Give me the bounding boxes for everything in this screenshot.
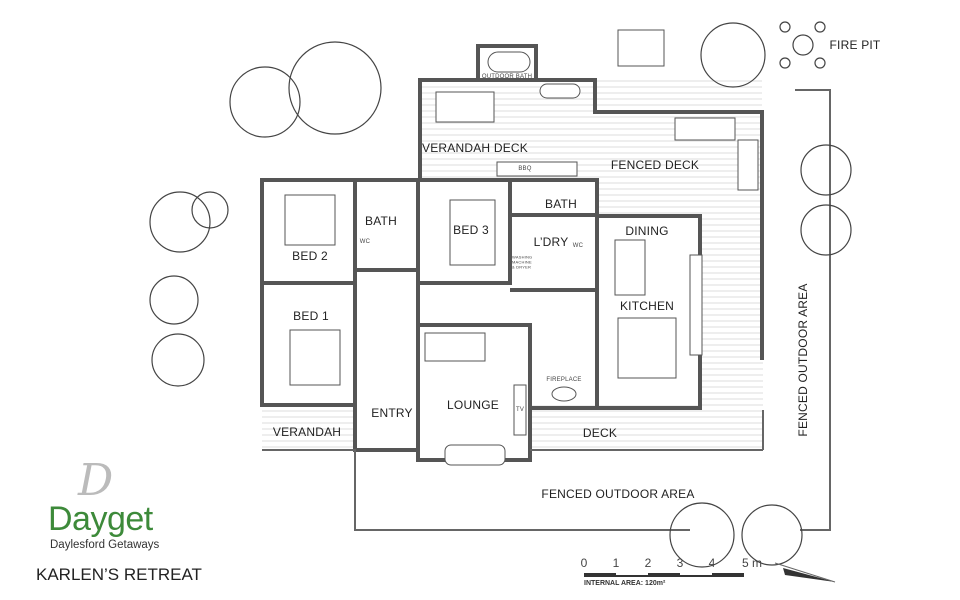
label-lounge: LOUNGE	[447, 398, 499, 412]
label-dining: DINING	[625, 224, 669, 238]
label-entry: ENTRY	[371, 406, 413, 420]
label-verandah-deck: VERANDAH DECK	[422, 141, 528, 155]
label-wc-2: WC	[572, 243, 584, 249]
scale-tick: 5 m	[741, 556, 763, 570]
scale-tick: 2	[644, 556, 652, 570]
label-bath-1: BATH	[365, 214, 397, 228]
north-arrow-icon	[774, 562, 836, 583]
label-fireplace: FIREPLACE	[546, 377, 582, 383]
scale-tick: 0	[580, 556, 588, 570]
label-fenced-outdoor-area-right: FENCED OUTDOOR AREA	[796, 283, 810, 437]
label-fenced-outdoor-area-bottom: FENCED OUTDOOR AREA	[541, 487, 695, 501]
scale-tick: 3	[676, 556, 684, 570]
logo-mark: D	[78, 455, 114, 506]
label-washing: WASHING MACHINE & DRYER	[512, 254, 533, 270]
label-bed-3: BED 3	[453, 223, 489, 237]
label-tv: TV	[515, 407, 525, 413]
label-bed-2: BED 2	[292, 249, 328, 263]
internal-area: INTERNAL AREA: 120m²	[584, 580, 666, 587]
label-laundry: L’DRY	[533, 235, 569, 249]
trees	[149, 21, 852, 568]
label-verandah: VERANDAH	[272, 425, 342, 439]
brand-name: Dayget	[48, 500, 153, 538]
property-title: KARLEN’S RETREAT	[36, 565, 202, 584]
brand-tagline: Daylesford Getaways	[50, 539, 160, 551]
label-fenced-deck: FENCED DECK	[610, 158, 700, 172]
label-fire-pit: FIRE PIT	[829, 38, 881, 52]
label-deck: DECK	[582, 426, 618, 440]
walls	[260, 44, 764, 462]
label-bath-2: BATH	[545, 197, 577, 211]
scale-tick: 1	[612, 556, 620, 570]
scale-bar	[584, 573, 744, 577]
label-bbq: BBQ	[518, 166, 532, 172]
label-wc-1: WC	[359, 239, 371, 245]
label-outdoor-bath: OUTDOOR BATH	[481, 74, 533, 80]
furniture	[284, 29, 759, 466]
label-kitchen: KITCHEN	[619, 299, 675, 313]
label-bed-1: BED 1	[293, 309, 329, 323]
scale-tick: 4	[708, 556, 716, 570]
fence-lines	[262, 89, 831, 531]
